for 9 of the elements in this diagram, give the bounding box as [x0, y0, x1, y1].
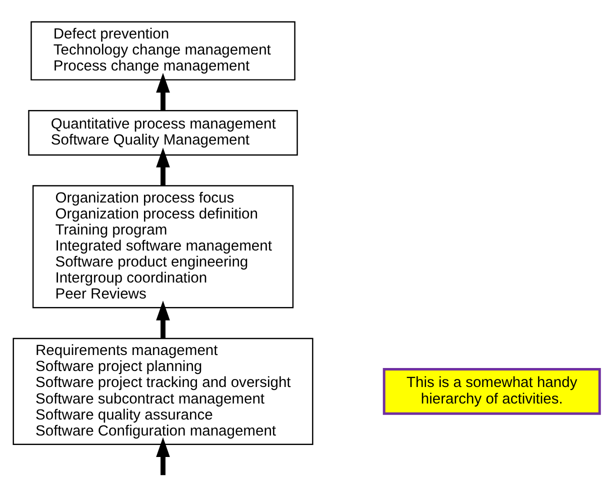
arrow — [156, 148, 170, 186]
node-box: Organization process focus Organization process definition Training program Integrated software management Software product engineering Intergroup coordination Peer Reviews — [32, 185, 294, 308]
node-box: This is a somewhat handy hierarchy of activities. — [382, 368, 601, 415]
node-box: Quantitative process management Software Quality Management — [28, 110, 298, 156]
arrow — [156, 300, 170, 338]
node-box: Defect prevention Technology change management Process change management — [30, 21, 296, 80]
node-box: Requirements management Software project planning Software project tracking and oversight Software subcontract management Software quality assurance Software Configuration management — [12, 338, 314, 445]
arrow — [156, 437, 170, 476]
arrow — [156, 72, 170, 110]
